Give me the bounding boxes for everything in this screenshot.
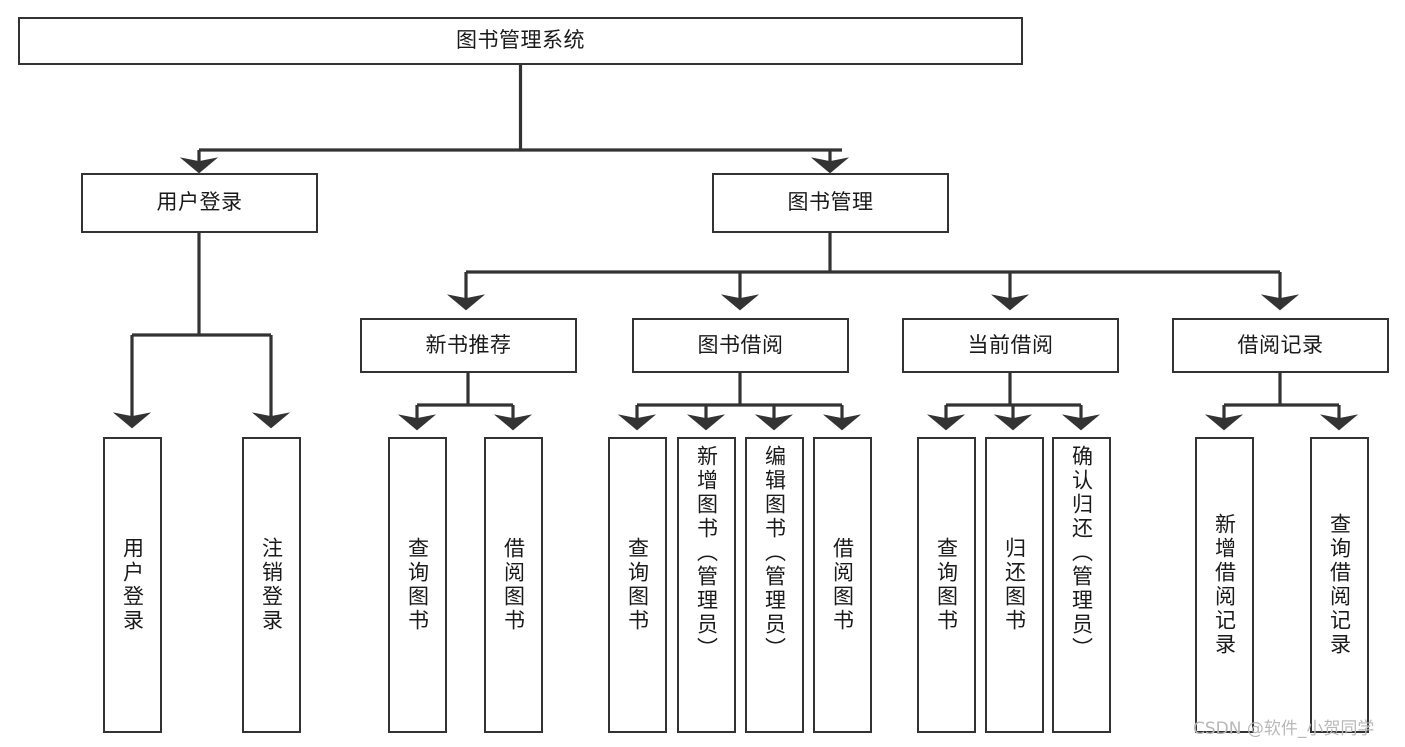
- node-current-borrow[interactable]: 当前借阅: [902, 318, 1119, 373]
- node-book-borrow-label: 图书借阅: [697, 332, 784, 357]
- node-leaf-add-book-label: 新增图书（管理员）: [694, 445, 719, 661]
- node-leaf-borrow-book-2-label: 借阅图书: [830, 537, 855, 633]
- node-leaf-query-book-1[interactable]: 查询图书: [388, 437, 447, 733]
- node-leaf-confirm-return-label: 确认归还（管理员）: [1069, 445, 1094, 661]
- node-leaf-add-record[interactable]: 新增借阅记录: [1195, 437, 1254, 733]
- node-leaf-borrow-book-1[interactable]: 借阅图书: [484, 437, 543, 733]
- node-leaf-edit-book-label: 编辑图书（管理员）: [762, 445, 787, 661]
- node-user-login-label: 用户登录: [156, 190, 243, 215]
- node-leaf-query-book-3-label: 查询图书: [934, 537, 959, 633]
- node-book-manage[interactable]: 图书管理: [712, 173, 949, 233]
- node-leaf-user-login-label: 用户登录: [120, 537, 145, 633]
- node-leaf-borrow-book-1-label: 借阅图书: [501, 537, 526, 633]
- node-current-borrow-label: 当前借阅: [967, 332, 1054, 357]
- node-leaf-confirm-return[interactable]: 确认归还（管理员）: [1052, 437, 1111, 733]
- node-leaf-query-record-label: 查询借阅记录: [1327, 513, 1352, 657]
- node-root-label: 图书管理系统: [456, 28, 585, 53]
- node-leaf-return-book[interactable]: 归还图书: [985, 437, 1044, 733]
- node-leaf-return-book-label: 归还图书: [1002, 537, 1027, 633]
- node-leaf-logout-label: 注销登录: [259, 537, 284, 633]
- node-leaf-add-record-label: 新增借阅记录: [1212, 513, 1237, 657]
- node-leaf-borrow-book-2[interactable]: 借阅图书: [813, 437, 872, 733]
- node-book-manage-label: 图书管理: [787, 190, 874, 215]
- node-borrow-record[interactable]: 借阅记录: [1172, 318, 1389, 373]
- node-leaf-query-book-2-label: 查询图书: [625, 537, 650, 633]
- node-borrow-record-label: 借阅记录: [1237, 332, 1324, 357]
- node-leaf-query-book-1-label: 查询图书: [405, 537, 430, 633]
- csdn-watermark: CSDN @软件_小贺同学: [1193, 719, 1375, 739]
- node-new-book-recommend[interactable]: 新书推荐: [360, 318, 577, 373]
- node-leaf-logout[interactable]: 注销登录: [242, 437, 301, 733]
- node-leaf-query-record[interactable]: 查询借阅记录: [1310, 437, 1369, 733]
- node-user-login[interactable]: 用户登录: [81, 173, 318, 233]
- node-leaf-user-login[interactable]: 用户登录: [103, 437, 162, 733]
- node-new-book-recommend-label: 新书推荐: [425, 332, 512, 357]
- node-leaf-query-book-3[interactable]: 查询图书: [917, 437, 976, 733]
- node-leaf-query-book-2[interactable]: 查询图书: [608, 437, 667, 733]
- node-root[interactable]: 图书管理系统: [18, 17, 1023, 65]
- node-leaf-add-book[interactable]: 新增图书（管理员）: [677, 437, 736, 733]
- node-book-borrow[interactable]: 图书借阅: [632, 318, 849, 373]
- node-leaf-edit-book[interactable]: 编辑图书（管理员）: [745, 437, 804, 733]
